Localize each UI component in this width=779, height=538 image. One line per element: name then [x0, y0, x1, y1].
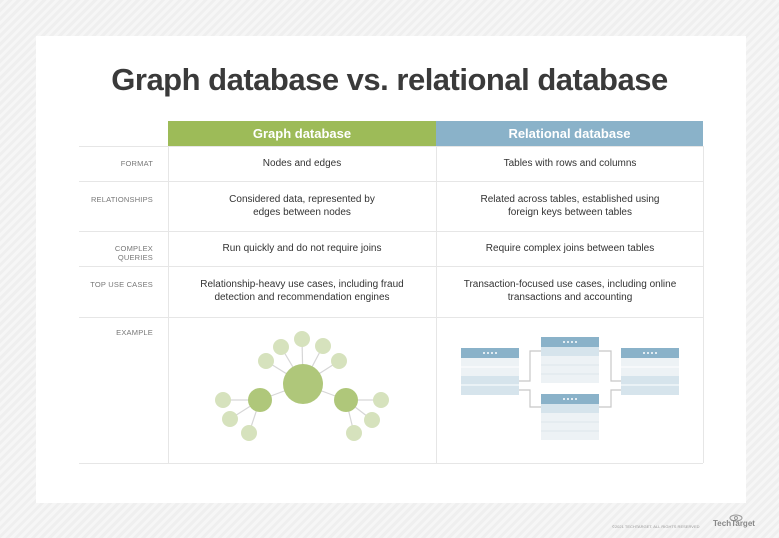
cell-relational-complex-queries: Require complex joins between tables	[485, 243, 655, 254]
cell-graph-top-use-cases: Relationship-heavy use cases, including …	[200, 279, 404, 303]
row-label-complex-queries: COMPLEX QUERIES	[114, 244, 153, 262]
techtarget-logo: TechTarget	[713, 519, 755, 528]
relational-diagram	[461, 337, 679, 440]
infographic-card	[36, 36, 746, 503]
cell-graph-format: Nodes and edges	[262, 158, 342, 169]
graph-leaf-nodes	[215, 331, 389, 441]
cell-graph-relationships: Considered data, represented by edges be…	[229, 194, 375, 218]
copyright: ©2021 TECHTARGET. ALL RIGHTS RESERVED	[612, 524, 700, 529]
row-label-top-use-cases: TOP USE CASES	[90, 280, 153, 289]
cell-relational-format: Tables with rows and columns	[503, 158, 637, 169]
table-right	[621, 348, 679, 395]
header-relational-database: Relational database	[436, 121, 703, 146]
divider	[79, 266, 703, 267]
divider	[168, 146, 169, 463]
divider	[436, 146, 437, 463]
divider	[79, 146, 703, 147]
graph-hub-nodes	[248, 364, 358, 412]
divider	[79, 181, 703, 182]
table-middle-top	[541, 337, 599, 383]
divider	[79, 463, 703, 464]
cell-relational-top-use-cases: Transaction-focused use cases, including…	[463, 279, 677, 303]
cell-relational-relationships: Related across tables, established using…	[480, 194, 660, 218]
table-middle-bottom	[541, 394, 599, 440]
techtarget-eye-icon	[729, 514, 743, 522]
cell-graph-complex-queries: Run quickly and do not require joins	[222, 243, 382, 254]
row-label-example: EXAMPLE	[116, 328, 153, 337]
table-left	[461, 348, 519, 395]
divider	[79, 317, 703, 318]
divider	[703, 146, 704, 463]
row-label-relationships: RELATIONSHIPS	[90, 195, 153, 204]
page-title: Graph database vs. relational database	[111, 62, 668, 97]
divider	[79, 231, 703, 232]
header-graph-database: Graph database	[168, 121, 436, 146]
row-label-format: FORMAT	[120, 159, 153, 168]
